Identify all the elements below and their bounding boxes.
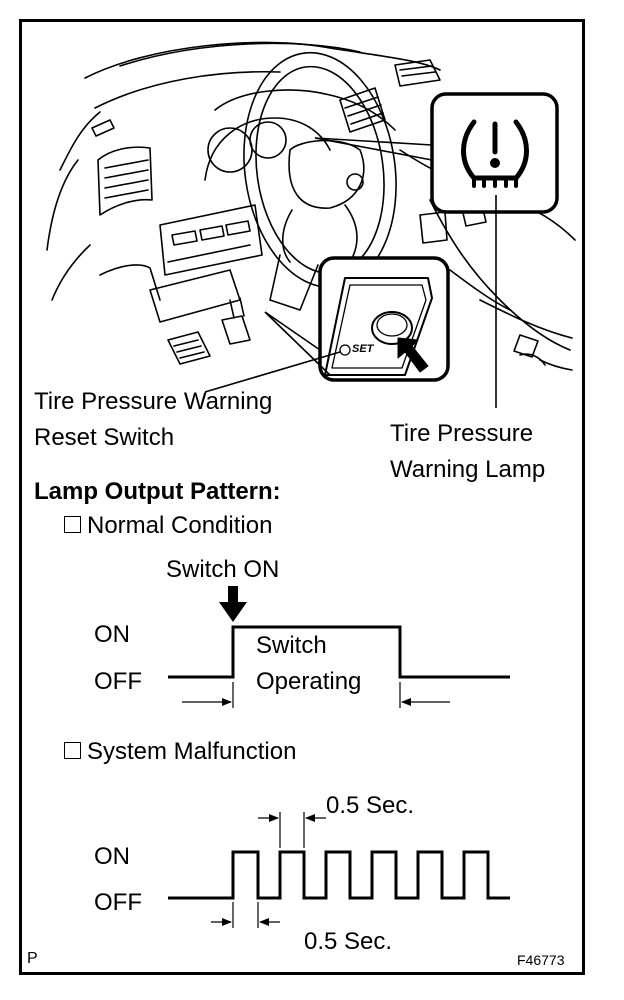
warning-lamp-inset [430,92,559,214]
malfunction-timing-chart [168,812,510,928]
pulse-label-line1: Switch [256,632,327,659]
reset-switch-inset [318,256,450,382]
leader-lines [204,137,497,408]
normal-condition-text: Normal Condition [87,512,273,539]
checkbox-icon [64,516,81,534]
normal-timing-chart [168,586,510,708]
normal-waveform [168,625,510,679]
normal-condition-title: Normal Condition [64,512,272,540]
arrow-down-icon [219,586,247,622]
pulse-label-line2: Operating [256,668,362,695]
interval-bottom-label: 0.5 Sec. [304,928,393,955]
normal-off-label: OFF [94,668,142,695]
footer-left-mark: P [27,950,38,967]
pattern-heading: Lamp Output Pattern: [34,478,281,505]
interval-top-label: 0.5 Sec. [326,792,415,819]
checkbox-icon [64,742,81,760]
reset-switch-label-line1: Tire Pressure Warning [34,388,273,415]
malfunction-on-label: ON [94,843,130,870]
normal-on-label: ON [94,621,130,648]
tire-pressure-warning-icon [461,119,529,188]
malfunction-off-label: OFF [94,889,142,916]
switch-face-label: SET [352,343,374,355]
switch-on-label: Switch ON [166,556,280,583]
malfunction-text: System Malfunction [87,738,297,765]
warning-lamp-label-line2: Warning Lamp [390,456,546,483]
reset-switch-label-line2: Reset Switch [34,424,175,451]
warning-lamp-label-line1: Tire Pressure [390,420,534,447]
pointer-arrow-icon [397,337,429,373]
malfunction-waveform [168,850,510,900]
figure-border [19,19,585,975]
figure-id: F46773 [517,952,565,968]
malfunction-title: System Malfunction [64,738,296,766]
